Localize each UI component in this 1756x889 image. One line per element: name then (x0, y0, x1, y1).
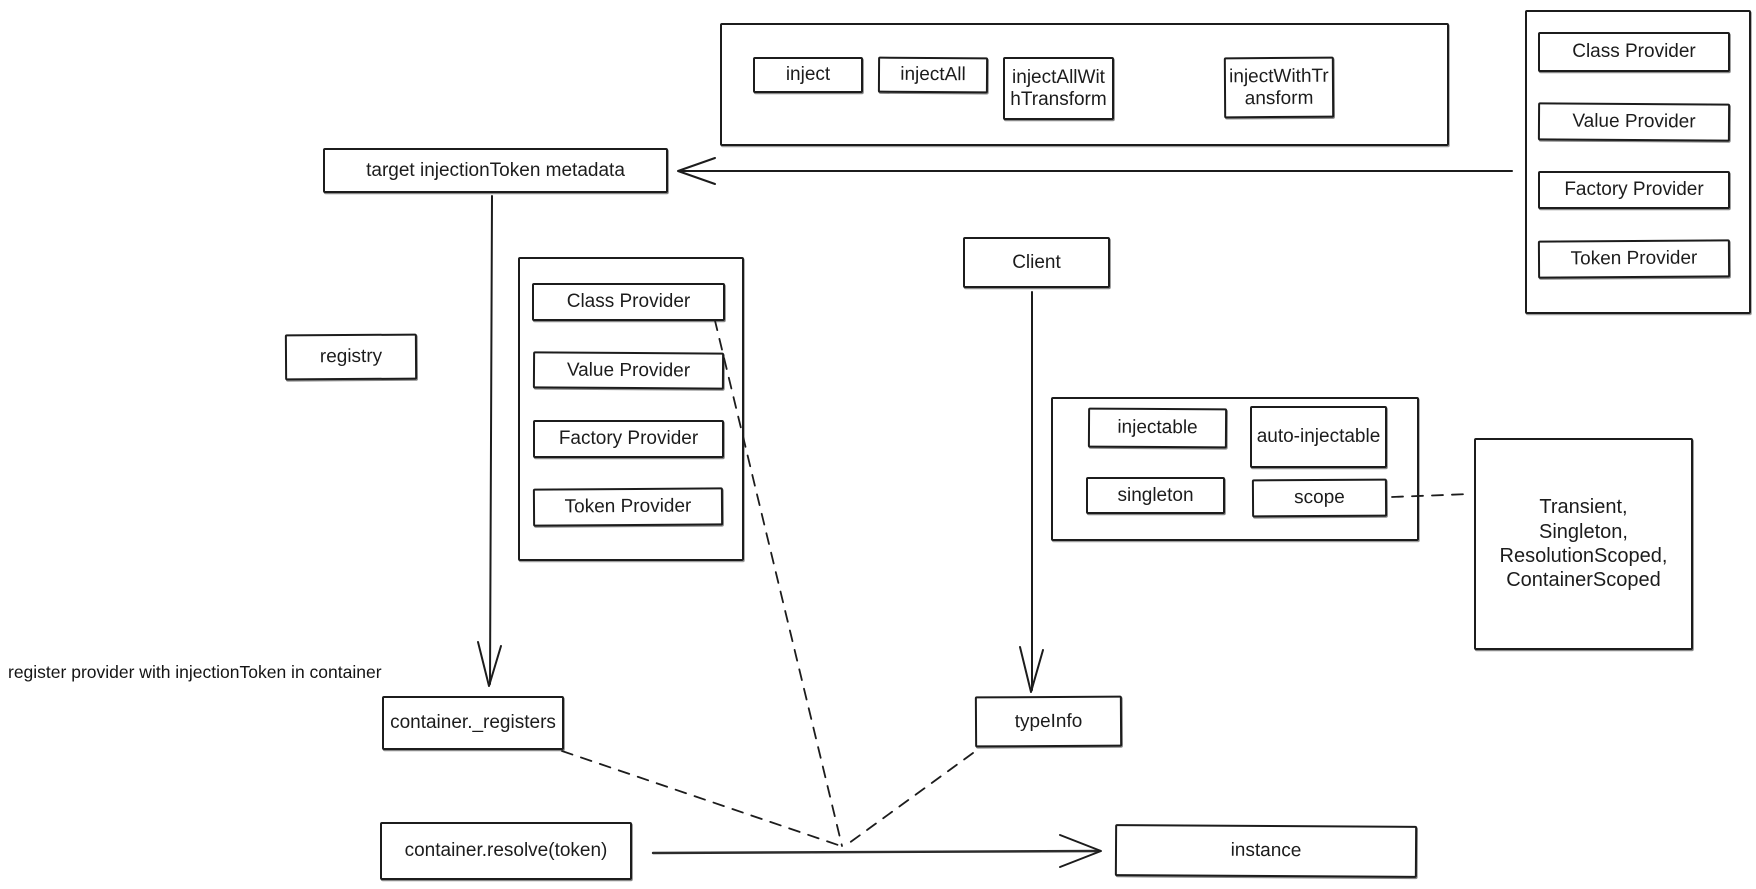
node-auto-injectable: auto-injectable (1250, 406, 1387, 468)
node-injectable: injectable (1087, 407, 1228, 449)
register-note-text: register provider with injectionToken in… (8, 662, 382, 682)
node-class-provider-middle: Class Provider (532, 283, 725, 321)
node-inject-with-transform: injectWithTransform (1223, 56, 1335, 119)
group-injection-functions (720, 23, 1449, 146)
node-singleton: singleton (1086, 477, 1225, 514)
node-value-provider-middle: Value Provider (532, 351, 725, 390)
node-lifecycle-options: Transient, Singleton, ResolutionScoped, … (1474, 438, 1693, 650)
edge-client-to-typeinfo (1019, 291, 1044, 693)
node-token-provider-right: Token Provider (1537, 239, 1731, 279)
node-instance: instance (1114, 824, 1418, 878)
node-container-registers: container._registers (382, 696, 564, 750)
group-providers-right (1525, 10, 1751, 314)
node-registry: registry (284, 333, 418, 381)
node-token-provider-middle: Token Provider (532, 487, 724, 527)
edge-typeinfo-to-resolution (844, 752, 974, 847)
node-value-provider-right: Value Provider (1537, 102, 1731, 142)
edge-resolve-to-instance (651, 834, 1102, 868)
edge-providers-to-metadata (677, 157, 1513, 185)
group-class-decorators (1051, 397, 1419, 541)
node-inject-all-with-transform: injectAllWithTransform (1003, 57, 1114, 120)
node-scope: scope (1251, 478, 1388, 518)
node-factory-provider-right: Factory Provider (1538, 171, 1730, 209)
node-inject: inject (753, 57, 863, 93)
node-inject-all: injectAll (877, 56, 989, 94)
node-target-injection-token-metadata: target injectionToken metadata (323, 148, 668, 193)
node-type-info: typeInfo (974, 695, 1123, 748)
edge-metadata-to-registers (477, 195, 502, 687)
node-factory-provider-middle: Factory Provider (533, 420, 724, 458)
node-client: Client (963, 237, 1110, 288)
node-class-provider-right: Class Provider (1538, 32, 1730, 72)
node-container-resolve: container.resolve(token) (380, 822, 632, 880)
